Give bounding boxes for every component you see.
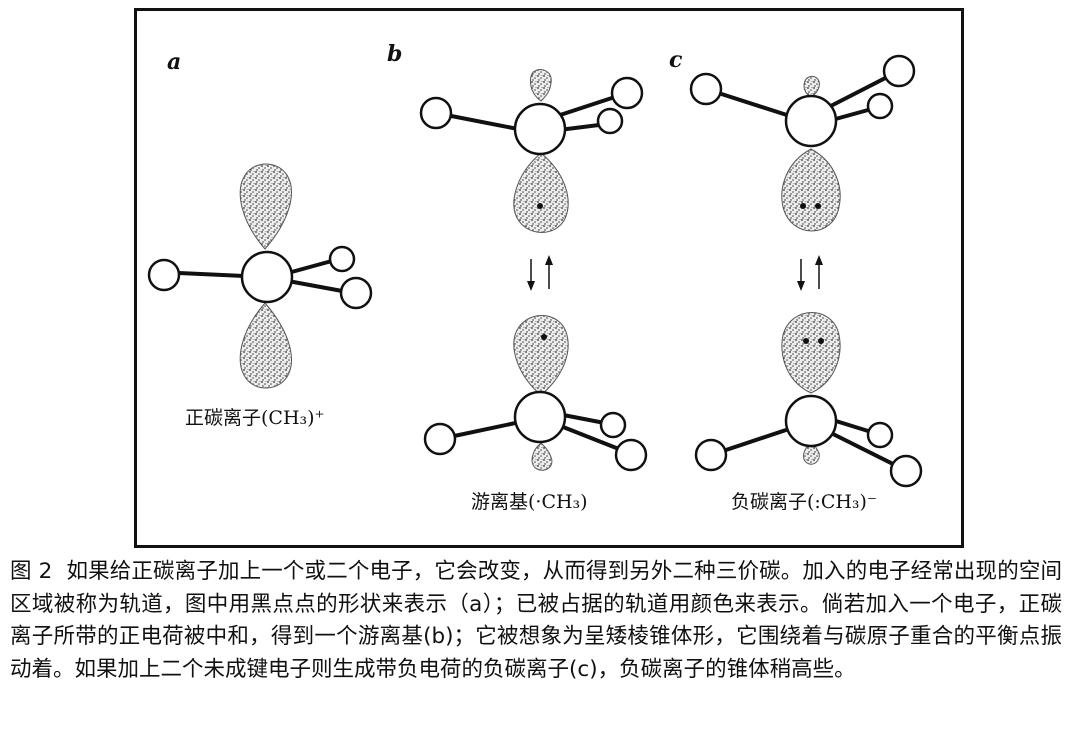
carbon-atom [513, 390, 567, 444]
caption-label: 图 2 [10, 559, 53, 584]
molecule-diagram [147, 54, 923, 488]
hydrogen-atom [339, 276, 373, 310]
panel-a-carbocation [147, 163, 373, 389]
electron-dot [537, 203, 543, 209]
caption-text: 如果给正碳离子加上一个或二个电子，它会改变，从而得到另外二种三价碳。加入的电子经… [10, 559, 1062, 682]
hydrogen-atom [610, 76, 644, 110]
hydrogen-atom [866, 421, 894, 449]
electron-dot [541, 334, 547, 340]
orbital-lobe-occupied [781, 312, 841, 394]
hydrogen-atom [866, 92, 894, 120]
panel-b-species-label: 游离基(·CH₃) [471, 491, 588, 513]
panel-b-equilibrium-arrows [527, 255, 553, 291]
orbital-lobe-occupied [513, 152, 569, 233]
hydrogen-atom [689, 72, 723, 106]
panel-c-equilibrium-arrows [797, 255, 823, 291]
electron-dot [818, 338, 824, 344]
hydrogen-atom [419, 96, 453, 130]
carbon-atom [240, 250, 294, 304]
hydrogen-atom [147, 258, 181, 292]
panel-b-letter: b [387, 41, 403, 67]
panel-c-letter: c [669, 47, 683, 73]
carbon-atom [784, 394, 838, 448]
orbital-lobe-occupied [513, 315, 569, 396]
hydrogen-atom [694, 438, 728, 472]
carbon-atom [784, 94, 838, 148]
hydrogen-atom [614, 438, 648, 472]
panel-b-radical-top [419, 69, 644, 233]
orbital-lobe-small [530, 69, 552, 102]
panel-c-carbanion-top [689, 54, 916, 232]
panel-b-radical-bottom [423, 315, 648, 472]
hydrogen-atom [599, 411, 627, 439]
panel-c-carbanion-bottom [694, 312, 923, 488]
orbital-lobe-small [803, 76, 820, 98]
hydrogen-atom [882, 54, 916, 88]
electron-dot [815, 203, 821, 209]
hydrogen-atom [889, 454, 923, 488]
panel-c-species-label: 负碳离子(:CH₃)⁻ [731, 491, 877, 513]
carbon-atom [513, 102, 567, 156]
orbital-lobe-small [531, 442, 553, 471]
electron-dot [803, 338, 809, 344]
hydrogen-atom [328, 245, 356, 273]
electron-dot [800, 203, 806, 209]
hydrogen-atom [596, 107, 624, 135]
orbital-lobe-empty [239, 163, 292, 250]
figure-frame: a b c 正碳离子(CH₃)⁺ 游离基(·CH₃) 负碳离子(:CH₃)⁻ [134, 8, 964, 548]
panel-a-letter: a [167, 49, 182, 75]
orbital-lobe-empty [239, 302, 292, 389]
panel-a-species-label: 正碳离子(CH₃)⁺ [185, 407, 325, 429]
orbital-lobe-occupied [781, 148, 841, 232]
hydrogen-atom [423, 422, 457, 456]
orbital-lobe-small [803, 442, 820, 465]
